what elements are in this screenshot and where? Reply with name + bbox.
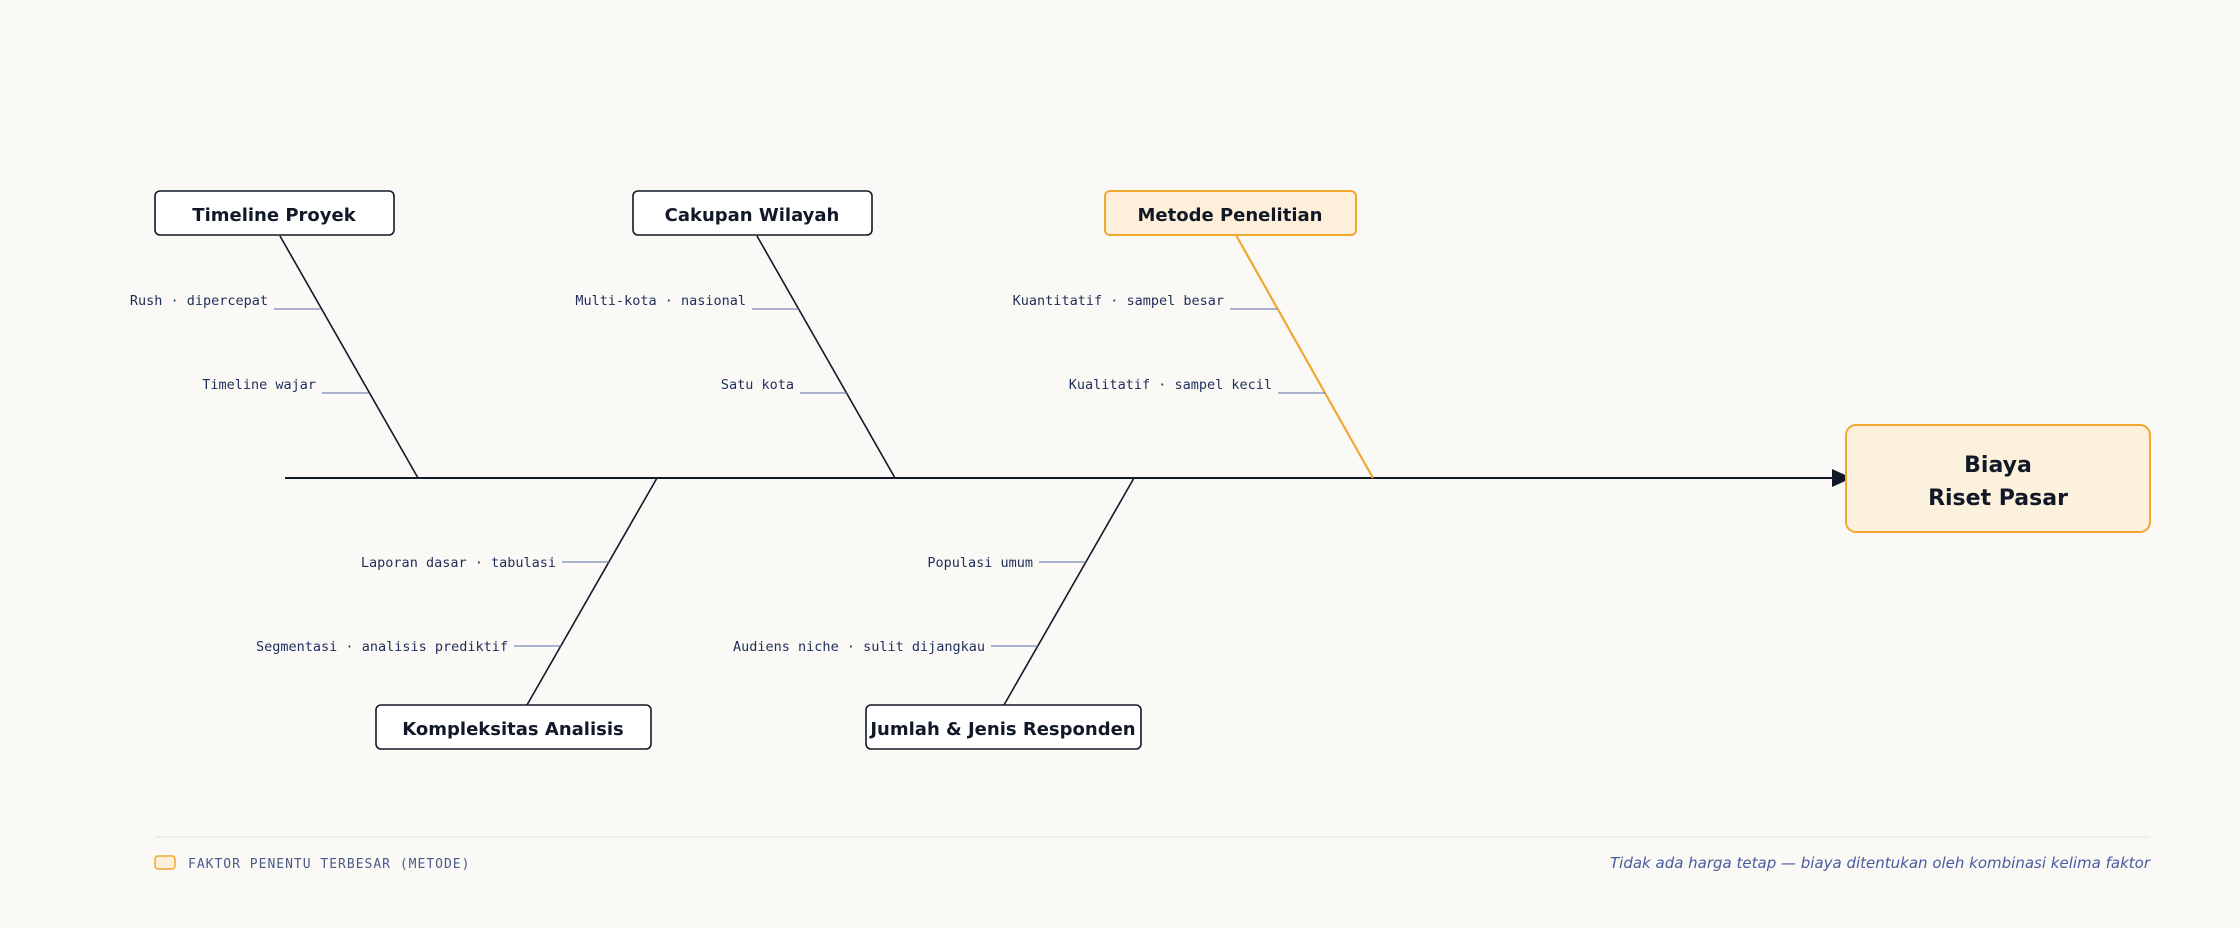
sub-label-analisis-1: Laporan dasar · tabulasi: [361, 555, 556, 571]
cause-timeline-proyek: Timeline Proyek Rush · dipercepat Timeli…: [130, 190, 419, 479]
bone-timeline: [279, 235, 419, 479]
legend-label: FAKTOR PENENTU TERBESAR (METODE): [188, 857, 470, 872]
cause-jumlah-jenis-responden: Jumlah & Jenis Responden Populasi umum A…: [733, 477, 1142, 750]
sub-label-responden-2: Audiens niche · sulit dijangkau: [733, 639, 985, 655]
sub-label-timeline-2: Timeline wajar: [202, 377, 316, 393]
sub-label-timeline-1: Rush · dipercepat: [130, 293, 268, 309]
cause-box-wilayah: [632, 190, 873, 236]
cause-box-metode: [1104, 190, 1357, 236]
cause-box-responden: [865, 704, 1142, 750]
cause-label-metode: Metode Penelitian: [1138, 205, 1323, 226]
legend: FAKTOR PENENTU TERBESAR (METODE): [154, 855, 470, 872]
legend-swatch: [154, 855, 176, 870]
spine-arrowhead: [1832, 469, 1852, 487]
bone-wilayah: [756, 235, 896, 479]
bone-responden: [1003, 477, 1135, 706]
cause-label-wilayah: Cakupan Wilayah: [665, 205, 840, 226]
effect-box: Biaya Riset Pasar: [1845, 424, 2151, 533]
sub-label-wilayah-1: Multi-kota · nasional: [575, 293, 746, 309]
cause-box-timeline: [154, 190, 395, 236]
sub-label-responden-1: Populasi umum: [927, 555, 1033, 571]
bone-metode: [1231, 227, 1374, 479]
sub-label-metode-1: Kuantitatif · sampel besar: [1013, 293, 1224, 309]
cause-metode-penelitian: Metode Penelitian Kuantitatif · sampel b…: [1013, 190, 1374, 479]
effect-title-line2: Riset Pasar: [1928, 486, 2068, 511]
cause-cakupan-wilayah: Cakupan Wilayah Multi-kota · nasional Sa…: [575, 190, 896, 479]
cause-label-timeline: Timeline Proyek: [192, 205, 356, 226]
sub-label-wilayah-2: Satu kota: [721, 377, 794, 393]
bone-analisis: [526, 477, 658, 706]
cause-kompleksitas-analisis: Kompleksitas Analisis Laporan dasar · ta…: [256, 477, 658, 750]
cause-box-analisis: [375, 704, 652, 750]
effect-title-line1: Biaya: [1964, 453, 2032, 478]
footnote: Tidak ada harga tetap — biaya ditentukan…: [1610, 854, 2151, 872]
cause-label-responden: Jumlah & Jenis Responden: [868, 719, 1135, 740]
sub-label-analisis-2: Segmentasi · analisis prediktif: [256, 639, 508, 655]
sub-label-metode-2: Kualitatif · sampel kecil: [1069, 377, 1272, 393]
cause-label-analisis: Kompleksitas Analisis: [402, 719, 623, 740]
